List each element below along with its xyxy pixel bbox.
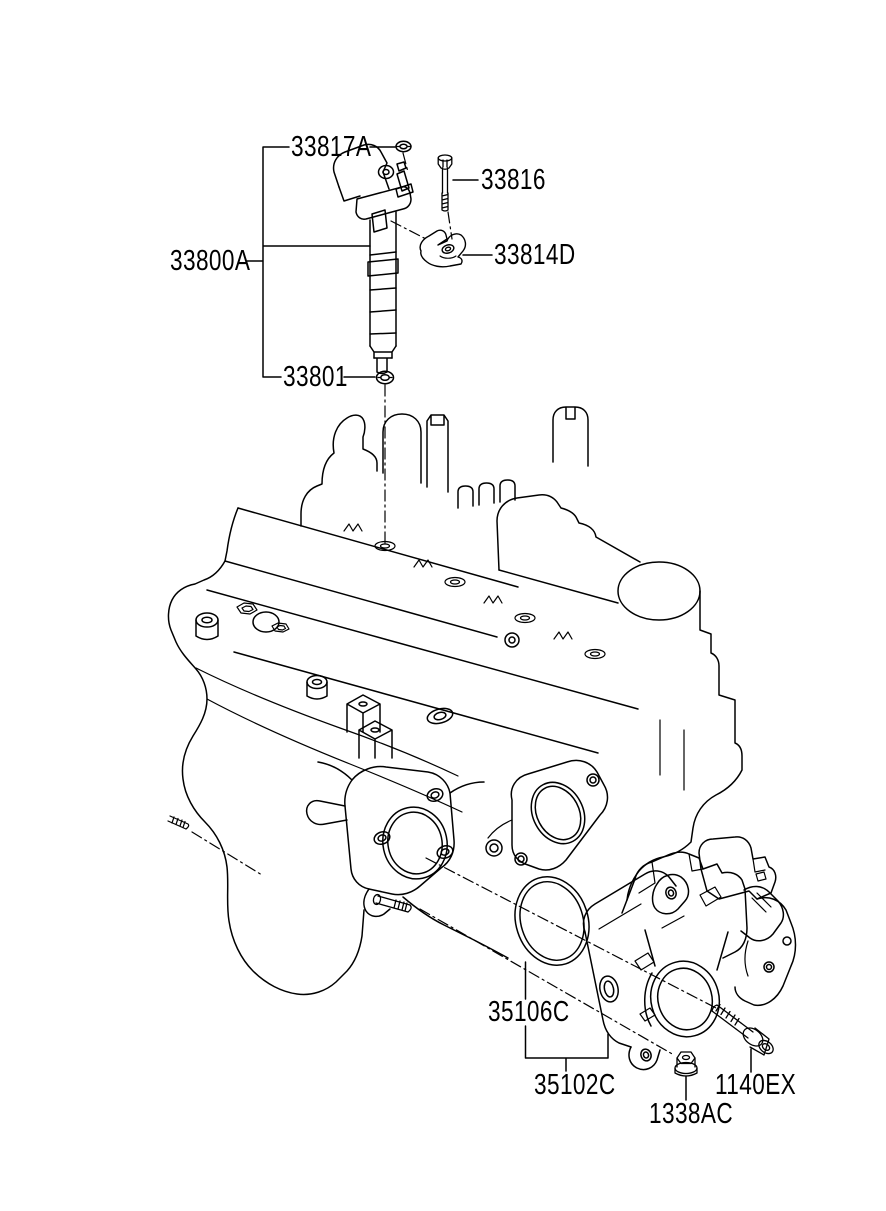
label-1140EX[interactable]: 1140EX xyxy=(715,1069,797,1101)
label-35106C[interactable]: 35106C xyxy=(488,996,570,1028)
throttle-body-drawing xyxy=(582,836,797,1071)
label-35102C[interactable]: 35102C xyxy=(534,1069,616,1101)
label-33814D[interactable]: 33814D xyxy=(494,239,576,271)
leader-lines xyxy=(246,146,752,1101)
fuel-injector-drawing xyxy=(332,143,414,375)
label-33800A[interactable]: 33800A xyxy=(170,245,251,277)
lower-o-ring-drawing xyxy=(375,370,395,385)
label-33817A[interactable]: 33817A xyxy=(291,131,372,163)
upper-o-ring-drawing xyxy=(395,140,412,153)
mount-bolt-drawing xyxy=(711,1003,774,1056)
injector-clamp-drawing xyxy=(419,229,467,268)
label-33816[interactable]: 33816 xyxy=(481,164,546,196)
mount-nut-drawing xyxy=(674,1051,698,1077)
throttle-gasket-drawing xyxy=(514,876,590,966)
clamp-bolt-drawing xyxy=(437,154,453,212)
engine-drawing xyxy=(167,406,743,996)
label-1338AC[interactable]: 1338AC xyxy=(649,1098,734,1130)
mounting-stud-drawing xyxy=(372,893,412,913)
left-stud-drawing xyxy=(167,815,190,830)
label-33801[interactable]: 33801 xyxy=(283,361,348,393)
axis-lines xyxy=(191,152,717,1056)
